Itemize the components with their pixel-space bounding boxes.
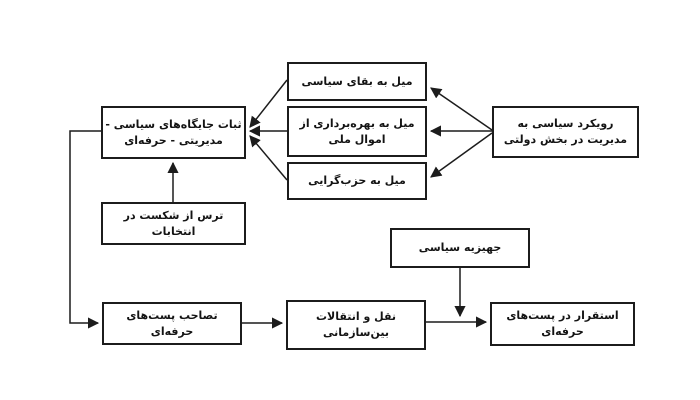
node-label-line1: رویکرد سیاسی به xyxy=(517,117,614,131)
node-stability-of-positions: ثبات جایگاه‌های سیاسی - مدیریتی - حرفه‌ا… xyxy=(101,106,246,159)
arrow-approach-to-partisanship xyxy=(430,132,493,178)
node-label-line1: میل به بهره‌برداری از xyxy=(299,116,415,130)
node-label-line2: حرفه‌ای xyxy=(541,325,584,338)
node-label-line2: بین‌سازمانی xyxy=(323,326,389,339)
node-label: میل به بقای سیاسی xyxy=(301,74,413,88)
node-label-line1: نقل و انتقالات xyxy=(315,310,397,324)
arrow-stability-to-seize xyxy=(69,130,101,329)
node-label-line1: استقرار در پست‌های xyxy=(506,309,619,323)
node-label-line1: ترس از شکست در xyxy=(123,208,224,222)
node-political-survival: میل به بقای سیاسی xyxy=(287,62,427,101)
node-label-line2: اموال ملی xyxy=(328,132,386,146)
node-seize-professional-posts: تصاحب پست‌های حرفه‌ای xyxy=(102,302,242,345)
node-label: میل به حزب‌گرایی xyxy=(308,174,406,188)
node-political-approach: رویکرد سیاسی به مدیریت در بخش دولتی xyxy=(492,106,639,158)
node-interorg-transfers: نقل و انتقالات بین‌سازمانی xyxy=(286,300,426,350)
node-label-line2: حرفه‌ای xyxy=(150,324,194,338)
node-label-line2: مدیریتی - حرفه‌ای xyxy=(124,133,223,147)
node-partisanship: میل به حزب‌گرایی xyxy=(287,162,427,200)
arrow-approach-to-survival xyxy=(430,87,493,131)
arrow-survival-to-stability xyxy=(249,79,288,128)
node-label-line2: انتخابات xyxy=(151,224,196,238)
node-fear-of-election-defeat: ترس از شکست در انتخابات xyxy=(101,202,246,245)
node-label-line2: مدیریت در بخش دولتی xyxy=(503,133,628,146)
node-label-line1: ثبات جایگاه‌های سیاسی - xyxy=(105,117,242,131)
node-political-dowry: جهیزیه سیاسی xyxy=(390,228,530,268)
node-label-line1: تصاحب پست‌های xyxy=(126,308,218,322)
node-exploit-national-assets: میل به بهره‌برداری از اموال ملی xyxy=(287,106,427,157)
arrow-partisanship-to-stability xyxy=(249,135,288,181)
node-label: جهیزیه سیاسی xyxy=(418,241,502,255)
node-settle-professional-posts: استقرار در پست‌های حرفه‌ای xyxy=(490,302,635,346)
